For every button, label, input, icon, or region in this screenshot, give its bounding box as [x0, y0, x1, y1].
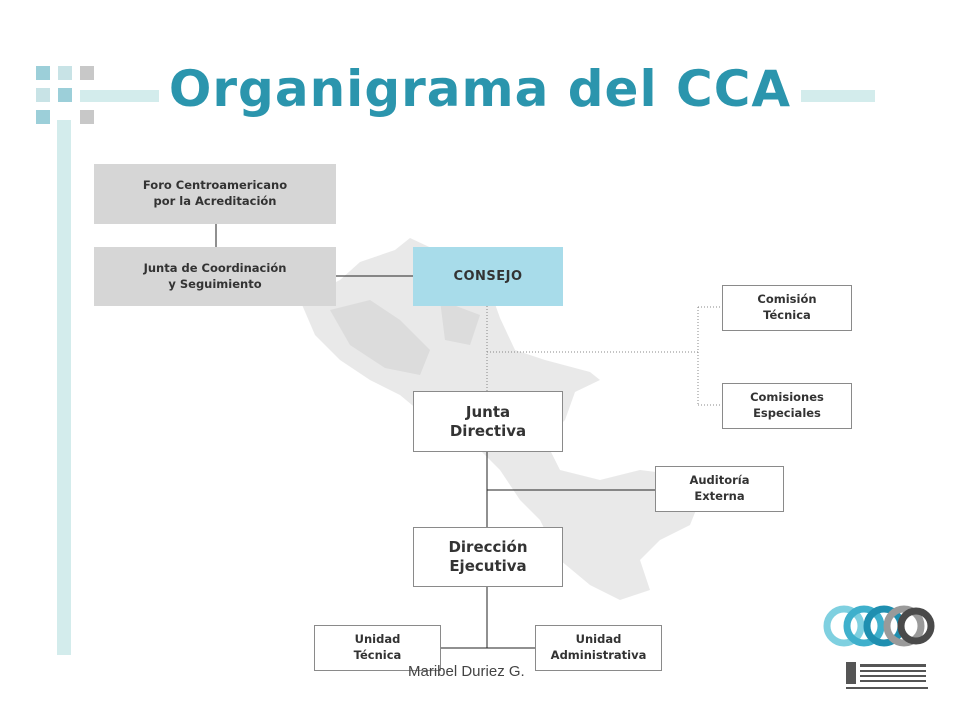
node-foro-centroamericano: Foro Centroamericano por la Acreditación — [94, 164, 336, 224]
cca-logo — [823, 605, 935, 689]
node-junta-coordinacion: Junta de Coordinación y Seguimiento — [94, 247, 336, 306]
page-title: Organigrama del CCA — [0, 60, 960, 118]
decor-square — [36, 66, 50, 80]
node-direccion-ejecutiva: Dirección Ejecutiva — [413, 527, 563, 587]
decor-square — [80, 66, 94, 80]
footer-author: Maribel Duriez G. — [408, 663, 525, 680]
decor-square — [80, 110, 94, 124]
node-comision-tecnica: Comisión Técnica — [722, 285, 852, 331]
node-unidad-administrativa: Unidad Administrativa — [535, 625, 662, 671]
decor-square — [58, 88, 72, 102]
decor-square — [58, 66, 72, 80]
decor-square — [36, 110, 50, 124]
decor-square — [36, 88, 50, 102]
node-unidad-tecnica: Unidad Técnica — [314, 625, 441, 671]
node-comisiones-especiales: Comisiones Especiales — [722, 383, 852, 429]
node-auditoria-externa: Auditoría Externa — [655, 466, 784, 512]
node-consejo: CONSEJO — [413, 247, 563, 306]
node-junta-directiva: Junta Directiva — [413, 391, 563, 452]
decor-vertical-bar — [57, 120, 71, 655]
